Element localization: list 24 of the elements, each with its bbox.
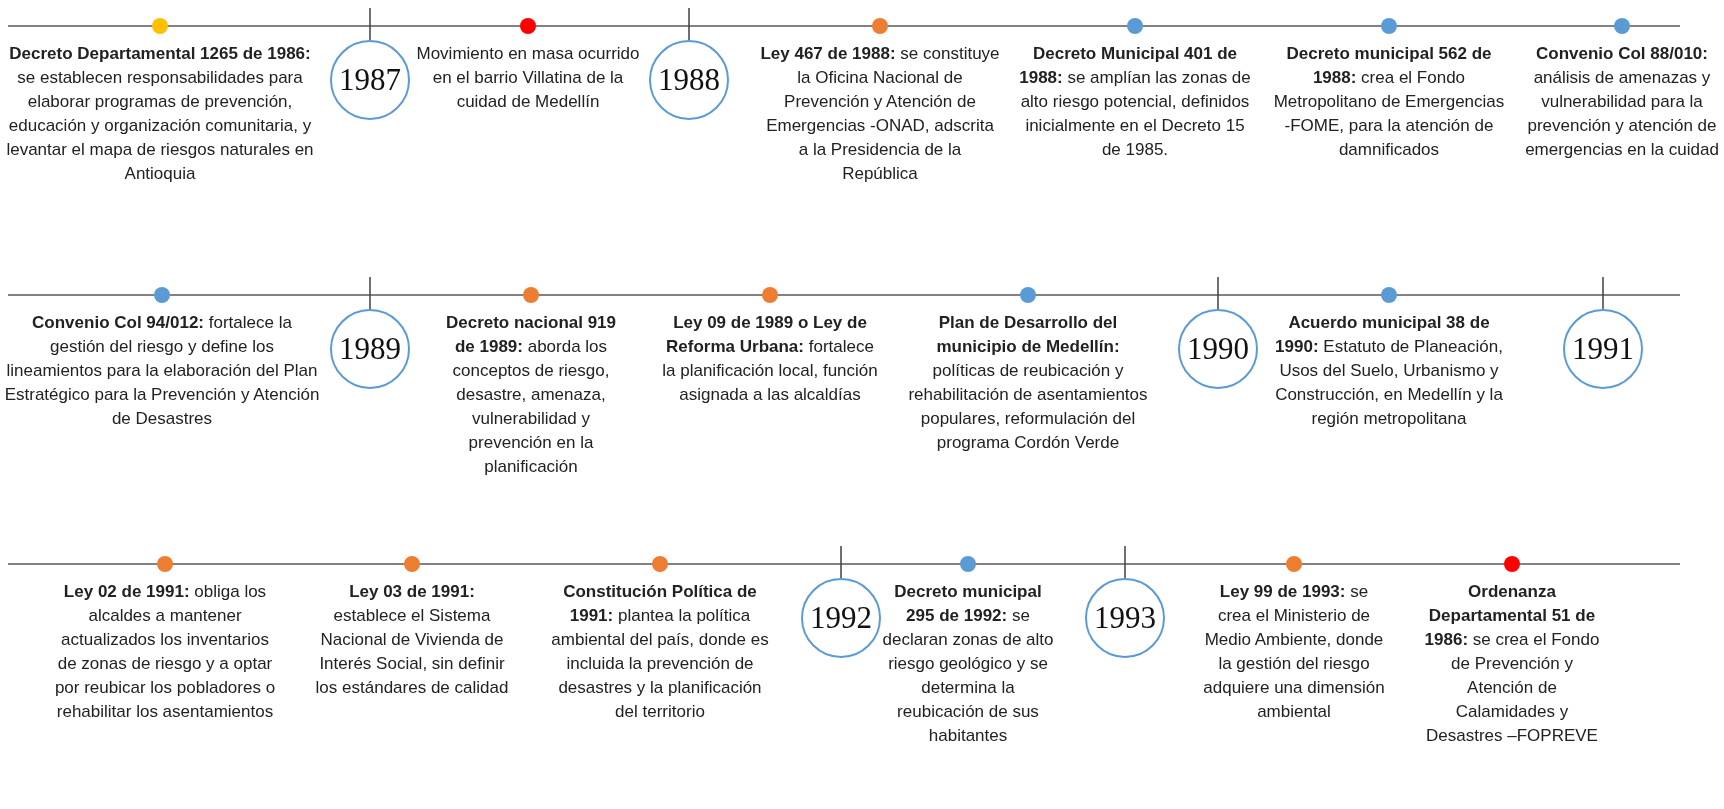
event-description: Acuerdo municipal 38 de 1990: Estatuto de Planeación, Usos del Suelo, Urbanismo y Construcción, en Medellín y la región metropolitana (1271, 311, 1507, 431)
event-description: Constitución Política de 1991: plantea la política ambiental del país, donde es incluida la prevención de desastres y la planificación del territorio (545, 580, 775, 724)
year-circle: 1989 (330, 309, 410, 389)
year-circle: 1991 (1563, 309, 1643, 389)
event-description: Ley 03 de 1991: establece el Sistema Nacional de Vivienda de Interés Social, sin definir los estándares de calidad (312, 580, 512, 700)
event-description: Decreto municipal 295 de 1992: se declaran zonas de alto riesgo geológico y se determina la reubicación de sus habitantes (880, 580, 1056, 748)
event-description: Ley 09 de 1989 o Ley de Reforma Urbana: fortalece la planificación local, función asignada a las alcaldías (657, 311, 883, 407)
year-circle: 1987 (330, 40, 410, 120)
year-circle: 1992 (801, 578, 881, 658)
event-description: Plan de Desarrollo del municipio de Medellín: políticas de reubicación y rehabilitación de asentamientos populares, reformulación del programa Cordón Verde (905, 311, 1151, 455)
event-description: Ordenanza Departamental 51 de 1986: se crea el Fondo de Prevención y Atención de Calamidades y Desastres –FOPREVE (1422, 580, 1602, 748)
event-description: Decreto Municipal 401 de 1988: se amplían las zonas de alto riesgo potencial, definidos inicialmente en el Decreto 15 de 1985. (1015, 42, 1255, 162)
event-description: Decreto nacional 919 de 1989: aborda los conceptos de riesgo, desastre, amenaza, vulnerabilidad y prevención en la planificación (436, 311, 626, 479)
event-description: Decreto Departamental 1265 de 1986: se establecen responsabilidades para elaborar programas de prevención, educación y organización comunitaria, y levantar el mapa de riesgos naturales en Antioquia (2, 42, 318, 186)
event-description: Ley 99 de 1993: se crea el Ministerio de Medio Ambiente, donde la gestión del riesgo adquiere una dimensión ambiental (1201, 580, 1387, 724)
event-description: Convenio Col 94/012: fortalece la gestión del riesgo y define los lineamientos para la elaboración del Plan Estratégico para la Prevención y Atención de Desastres (4, 311, 320, 431)
year-circle: 1988 (649, 40, 729, 120)
event-description: Movimiento en masa ocurrido en el barrio Villatina de la cuidad de Medellín (413, 42, 643, 114)
event-description: Decreto municipal 562 de 1988: crea el Fondo Metropolitano de Emergencias -FOME, para la atención de damnificados (1271, 42, 1507, 162)
year-circle: 1993 (1085, 578, 1165, 658)
event-description: Ley 02 de 1991: obliga los alcaldes a mantener actualizados los inventarios de zonas de riesgo y a optar por reubicar los pobladores o rehabilitar los asentamientos (50, 580, 280, 724)
event-description: Ley 467 de 1988: se constituye la Oficina Nacional de Prevención y Atención de Emergencias -ONAD, adscrita a la Presidencia de la República (760, 42, 1000, 186)
year-circle: 1990 (1178, 309, 1258, 389)
event-description: Convenio Col 88/010: análisis de amenazas y vulnerabilidad para la prevención y atención de emergencias en la cuidad (1522, 42, 1722, 162)
